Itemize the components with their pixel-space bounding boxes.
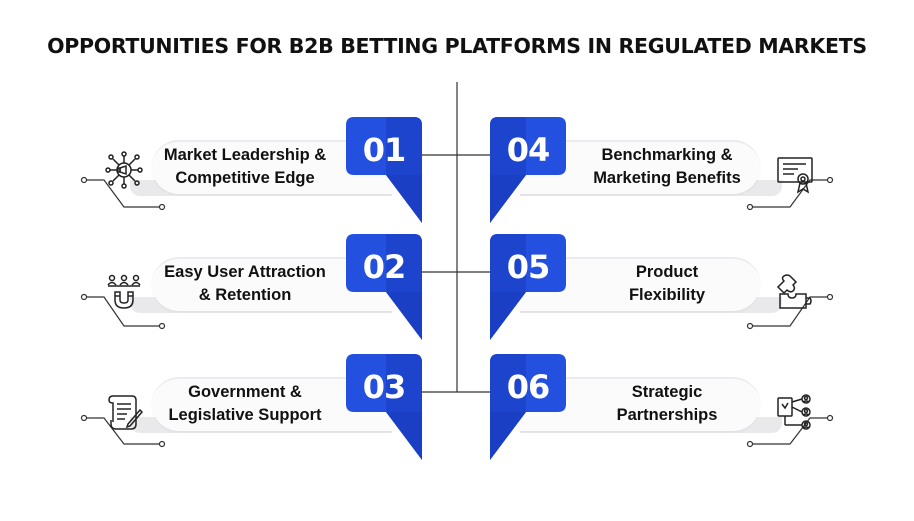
magnet-users-icon [104,272,144,312]
megaphone-network-icon [104,150,144,190]
number-badge: 03 [346,354,422,460]
opportunity-card-02: Easy User Attraction & Retention 02 [122,234,422,346]
number-badge: 06 [490,354,566,460]
opportunity-card-04: Benchmarking & Marketing Benefits 04 [490,117,790,229]
badge-number: 05 [506,248,551,286]
card-label: Product Flexibility [628,263,706,304]
number-badge: 05 [490,234,566,340]
card-label: Benchmarking & Marketing Benefits [593,146,741,187]
partnership-network-icon [776,392,816,432]
badge-number: 01 [362,131,407,169]
number-badge: 02 [346,234,422,340]
badge-number: 02 [362,248,407,286]
opportunity-card-06: Strategic Partnerships 06 [490,354,790,466]
opportunity-card-01: Market Leadership & Competitive Edge 01 [122,117,422,229]
card-label: Market Leadership & Competitive Edge [163,146,327,187]
number-badge: 04 [490,117,566,223]
number-badge: 01 [346,117,422,223]
page-title: OPPORTUNITIES FOR B2B BETTING PLATFORMS … [47,34,867,58]
opportunity-card-03: Government & Legislative Support 03 [122,354,422,466]
card-label: Easy User Attraction & Retention [164,263,326,304]
scroll-document-icon [104,392,144,432]
card-label: Strategic Partnerships [616,383,718,424]
puzzle-icon [776,272,816,312]
badge-number: 03 [362,368,407,406]
card-label: Government & Legislative Support [168,383,322,424]
badge-number: 04 [506,131,551,169]
certificate-icon [776,155,816,195]
badge-number: 06 [506,368,551,406]
opportunity-card-05: Product Flexibility 05 [490,234,790,346]
